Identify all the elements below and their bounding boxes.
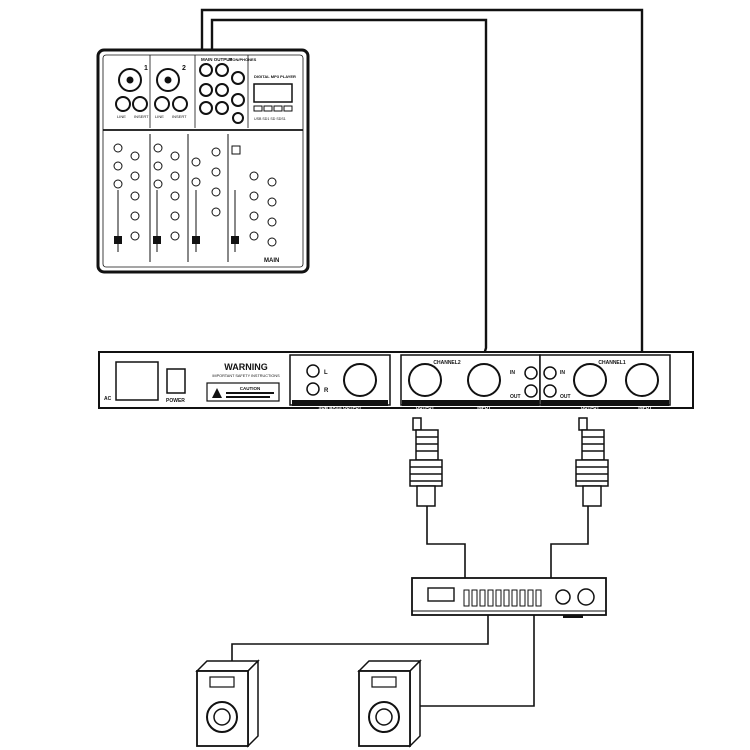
- channel2-output-label: OUTPUT: [416, 405, 435, 410]
- channel1-xlr-input-icon: [625, 363, 659, 397]
- channel1-input-label: INPUT: [638, 405, 652, 410]
- speaker-left: [195, 659, 260, 748]
- tweeter-icon: [209, 676, 235, 688]
- r-label: R: [324, 388, 329, 394]
- mixer-ch2-number: 2: [182, 65, 186, 72]
- fader-icon: [231, 236, 239, 244]
- channel2-rca-out-icon: [524, 384, 538, 398]
- channel1-rca-out-icon: [543, 384, 557, 398]
- ac-socket: [115, 361, 159, 401]
- woofer-icon: [368, 701, 400, 733]
- mp3-player-buttons: [253, 105, 293, 112]
- xlr-plug-channel1: [575, 417, 609, 507]
- jack-icon: [215, 63, 229, 77]
- jack-icon: [231, 71, 245, 85]
- speaker-right-cabinet: [358, 670, 411, 747]
- channel1-in-label: IN: [560, 370, 565, 376]
- mixer-ch1-number: 1: [144, 65, 148, 72]
- mixer: 1 2 MAIN OUTPUT MON/PHONES DIGITAL MP3 P…: [96, 48, 310, 274]
- xlr-plug-channel2: [409, 417, 443, 507]
- xlr-input-icon: [118, 68, 142, 92]
- jack-icon: [215, 101, 229, 115]
- fader-icon: [114, 236, 122, 244]
- mixer-channel-2-inputs: [154, 68, 188, 112]
- mixer-insert-label-1: INSERT: [134, 114, 149, 119]
- mixer-main-output-label: MAIN OUTPUT: [201, 57, 232, 62]
- mixer-channel-strips: [113, 134, 277, 262]
- jack-icon: [199, 101, 213, 115]
- channel2-out-label: OUT: [510, 394, 521, 400]
- mode-button: [231, 145, 241, 155]
- power-switch: [166, 368, 186, 394]
- channel2-in-label: IN: [510, 370, 515, 376]
- channel1-rca-in-icon: [543, 366, 557, 380]
- jack-icon: [232, 112, 244, 124]
- cable-amp-to-right-speaker: [410, 615, 535, 707]
- cable-channel2-to-amp: [426, 506, 466, 578]
- fader-icon: [192, 236, 200, 244]
- jack-icon: [231, 93, 245, 107]
- jack-insert-icon: [172, 96, 188, 112]
- rca-l-icon: [306, 364, 320, 378]
- mixer-line-label-1: LINE: [117, 114, 126, 119]
- amplifier-display: [427, 587, 455, 602]
- amplifier: [411, 577, 607, 618]
- jack-input-icon: [154, 96, 170, 112]
- amplifier-knob-icon: [577, 588, 595, 606]
- ac-label: AC: [104, 396, 112, 402]
- cable-mixer-to-channel1: [200, 8, 644, 358]
- jack-icon: [199, 83, 213, 97]
- fader-icon: [153, 236, 161, 244]
- mixer-usb-label: USB SD1 SD SDS1: [254, 117, 286, 121]
- speaker-right: [357, 659, 422, 748]
- channel2-input-label: INPUT: [477, 405, 491, 410]
- caution-label: CAUTION: [240, 386, 261, 391]
- channel2-xlr-input-icon: [467, 363, 501, 397]
- l-label: L: [324, 370, 328, 376]
- channel1-output-label: OUTPUT: [581, 405, 600, 410]
- channel1-xlr-output-icon: [573, 363, 607, 397]
- woofer-icon: [206, 701, 238, 733]
- tweeter-icon: [371, 676, 397, 688]
- xlr-input-icon: [156, 68, 180, 92]
- sub-bass-output-label: SUB BASS OUTPUT: [318, 405, 361, 410]
- sub-bass-panel: [289, 354, 391, 406]
- mixer-inner-frame: [102, 54, 304, 268]
- warning-triangle-icon: [212, 388, 222, 398]
- power-label: POWER: [166, 398, 185, 404]
- mixer-line-label-2: LINE: [155, 114, 164, 119]
- mp3-player-display: [253, 83, 293, 103]
- cable-amp-to-left-speaker: [231, 615, 489, 661]
- channel1-out-label: OUT: [560, 394, 571, 400]
- jack-icon: [199, 63, 213, 77]
- jack-insert-icon: [132, 96, 148, 112]
- caution-label-box: [206, 382, 280, 402]
- warning-title: WARNING: [224, 362, 268, 372]
- cable-channel1-to-amp: [550, 506, 589, 578]
- channel1-label: CHANNEL1: [598, 360, 625, 366]
- mixer-main-output-jacks: [199, 63, 245, 124]
- mixer-channel-1-inputs: [115, 68, 148, 112]
- rca-r-icon: [306, 382, 320, 396]
- jack-icon: [215, 83, 229, 97]
- amplifier-knob-icon: [555, 589, 571, 605]
- amplifier-meter-bars: [463, 589, 542, 607]
- mixer-mp3-label: DIGITAL MP3 PLAYER: [254, 74, 296, 79]
- mixer-faders: [114, 190, 239, 252]
- channel2-rca-in-icon: [524, 366, 538, 380]
- sub-xlr-output-icon: [343, 363, 377, 397]
- crossover-unit: AC POWER WARNING IMPORTANT SAFETY INSTRU…: [98, 351, 694, 410]
- mixer-insert-label-2: INSERT: [172, 114, 187, 119]
- mixer-phones-label: MON/PHONES: [229, 57, 257, 62]
- mixer-main-label: MAIN: [264, 258, 279, 264]
- warning-subtitle: IMPORTANT SAFETY INSTRUCTIONS: [212, 374, 280, 378]
- channel2-label: CHANNEL2: [433, 360, 460, 366]
- jack-input-icon: [115, 96, 131, 112]
- channel2-xlr-output-icon: [408, 363, 442, 397]
